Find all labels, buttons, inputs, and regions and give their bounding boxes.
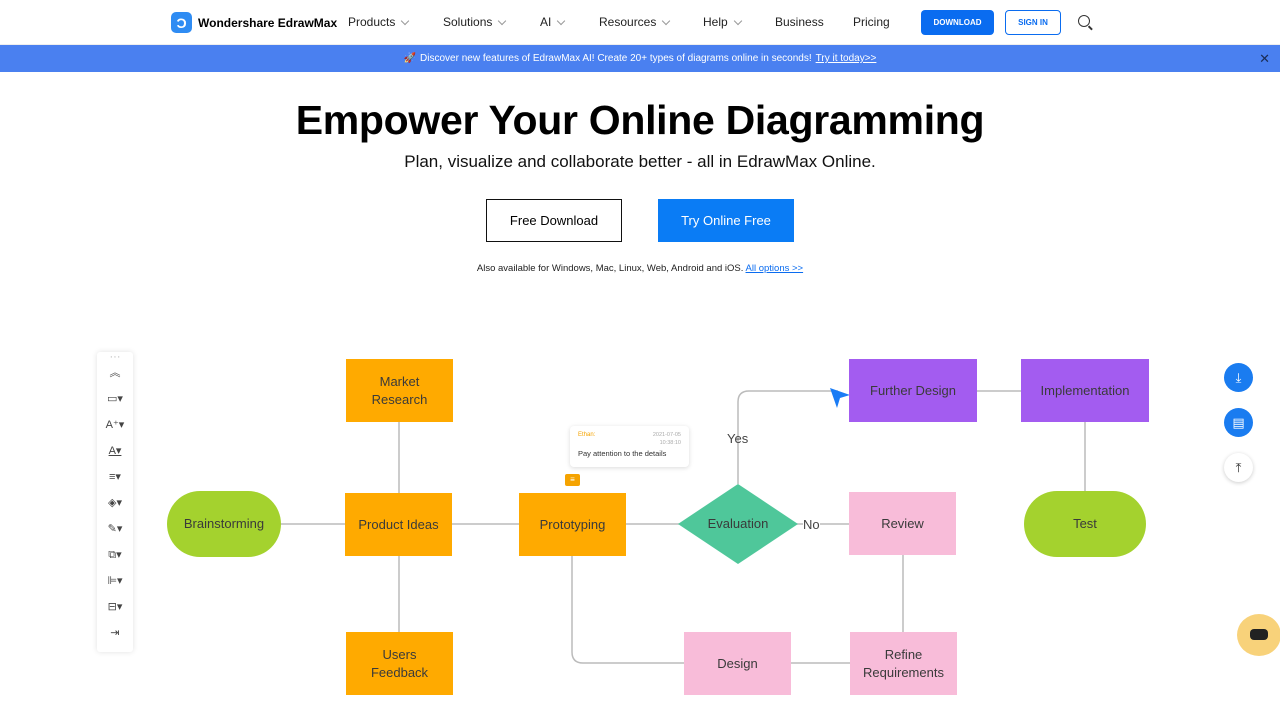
availability-text: Also available for Windows, Mac, Linux, …	[476, 263, 804, 274]
collapse-up-icon[interactable]: ︽	[109, 367, 121, 379]
nav-products[interactable]: Products	[348, 15, 410, 29]
editor-toolbar: ··· ︽ ▭▾ A⁺▾ A▾ ≡▾ ◈▾ ✎▾ ⧉▾ ⊫▾ ⊟▾ ⇥	[97, 351, 133, 652]
fill-bucket-icon[interactable]: ◈▾	[108, 497, 122, 509]
label-no: No	[803, 517, 820, 532]
comment-icon[interactable]: ≡	[565, 474, 580, 486]
page-subtitle: Plan, visualize and collaborate better -…	[404, 152, 876, 171]
banner-link[interactable]: Try it today>>	[815, 53, 877, 64]
sign-in-button[interactable]: SIGN IN	[1005, 10, 1061, 35]
nav-business[interactable]: Business	[775, 15, 824, 29]
font-color-icon[interactable]: A▾	[108, 445, 122, 457]
edrawmax-logo-icon: Ɔ	[171, 12, 192, 33]
comment-date: 2021-07-05	[652, 432, 681, 438]
connector	[571, 556, 684, 664]
nav-ai[interactable]: AI	[540, 15, 566, 29]
rocket-icon: 🚀	[403, 53, 417, 64]
connector-yes	[737, 390, 838, 484]
nav-solutions[interactable]: Solutions	[443, 15, 507, 29]
distribute-icon[interactable]: ⊟▾	[107, 601, 123, 613]
nav-pricing[interactable]: Pricing	[853, 15, 890, 29]
top-nav: Ɔ Wondershare EdrawMax Products Solutions…	[0, 0, 1280, 45]
comment-text: Pay attention to the details	[578, 449, 667, 458]
label-yes: Yes	[727, 431, 749, 446]
comment-author: Ethan:	[578, 432, 596, 438]
node-implementation[interactable]: Implementation	[1021, 359, 1149, 422]
connector	[791, 390, 1086, 664]
free-download-button[interactable]: Free Download	[486, 199, 622, 242]
node-market-research[interactable]: Market Research	[346, 359, 453, 422]
drag-handle-icon[interactable]: ···	[109, 351, 121, 363]
brand-logo[interactable]: Ɔ Wondershare EdrawMax	[171, 12, 337, 33]
nav-resources[interactable]: Resources	[599, 15, 671, 29]
cursor-arrow-icon	[830, 388, 850, 408]
align-icon[interactable]: ⊫▾	[107, 575, 123, 587]
node-review[interactable]: Review	[849, 492, 956, 555]
page-title: Empower Your Online Diagramming	[295, 97, 985, 143]
node-users-feedback[interactable]: Users Feedback	[346, 632, 453, 695]
try-online-free-button[interactable]: Try Online Free	[658, 199, 794, 242]
banner-text: Discover new features of EdrawMax AI! Cr…	[420, 53, 812, 64]
node-design[interactable]: Design	[684, 632, 791, 695]
arrange-icon[interactable]: ⧉▾	[108, 549, 122, 561]
brand-name: Wondershare EdrawMax	[198, 15, 338, 30]
chat-button[interactable]	[1237, 614, 1280, 656]
exit-icon[interactable]: ⇥	[110, 627, 120, 639]
line-color-icon[interactable]: ✎▾	[107, 523, 123, 535]
node-prototyping[interactable]: Prototyping	[519, 493, 626, 556]
node-product-ideas[interactable]: Product Ideas	[345, 493, 452, 556]
all-options-link[interactable]: All options >>	[745, 263, 804, 274]
comment-time: 10:38:10	[659, 440, 681, 446]
shape-icon[interactable]: ▭▾	[107, 393, 123, 405]
node-test[interactable]: Test	[1024, 491, 1146, 557]
promo-banner: 🚀 Discover new features of EdrawMax AI! …	[0, 45, 1280, 72]
node-brainstorming[interactable]: Brainstorming	[167, 491, 281, 557]
align-text-icon[interactable]: ≡▾	[109, 471, 121, 483]
close-icon[interactable]: ✕	[1259, 51, 1270, 66]
evaluation-diamond	[678, 484, 798, 564]
font-size-icon[interactable]: A⁺▾	[105, 419, 125, 431]
chat-icon	[1250, 629, 1268, 640]
presentation-icon[interactable]: ▤	[1224, 408, 1253, 437]
back-to-top-icon[interactable]: ⤒	[1224, 453, 1253, 482]
search-icon[interactable]	[1078, 15, 1090, 27]
nav-help[interactable]: Help	[703, 15, 742, 29]
download-button[interactable]: DOWNLOAD	[921, 10, 994, 35]
node-refine-requirements[interactable]: Refine Requirements	[850, 632, 957, 695]
node-evaluation[interactable]: Evaluation	[707, 516, 769, 531]
node-further-design[interactable]: Further Design	[849, 359, 977, 422]
connector	[281, 422, 679, 632]
download-icon[interactable]: ⤓	[1224, 363, 1253, 392]
comment-card[interactable]: Ethan: 2021-07-05 10:38:10 Pay attention…	[570, 426, 689, 467]
